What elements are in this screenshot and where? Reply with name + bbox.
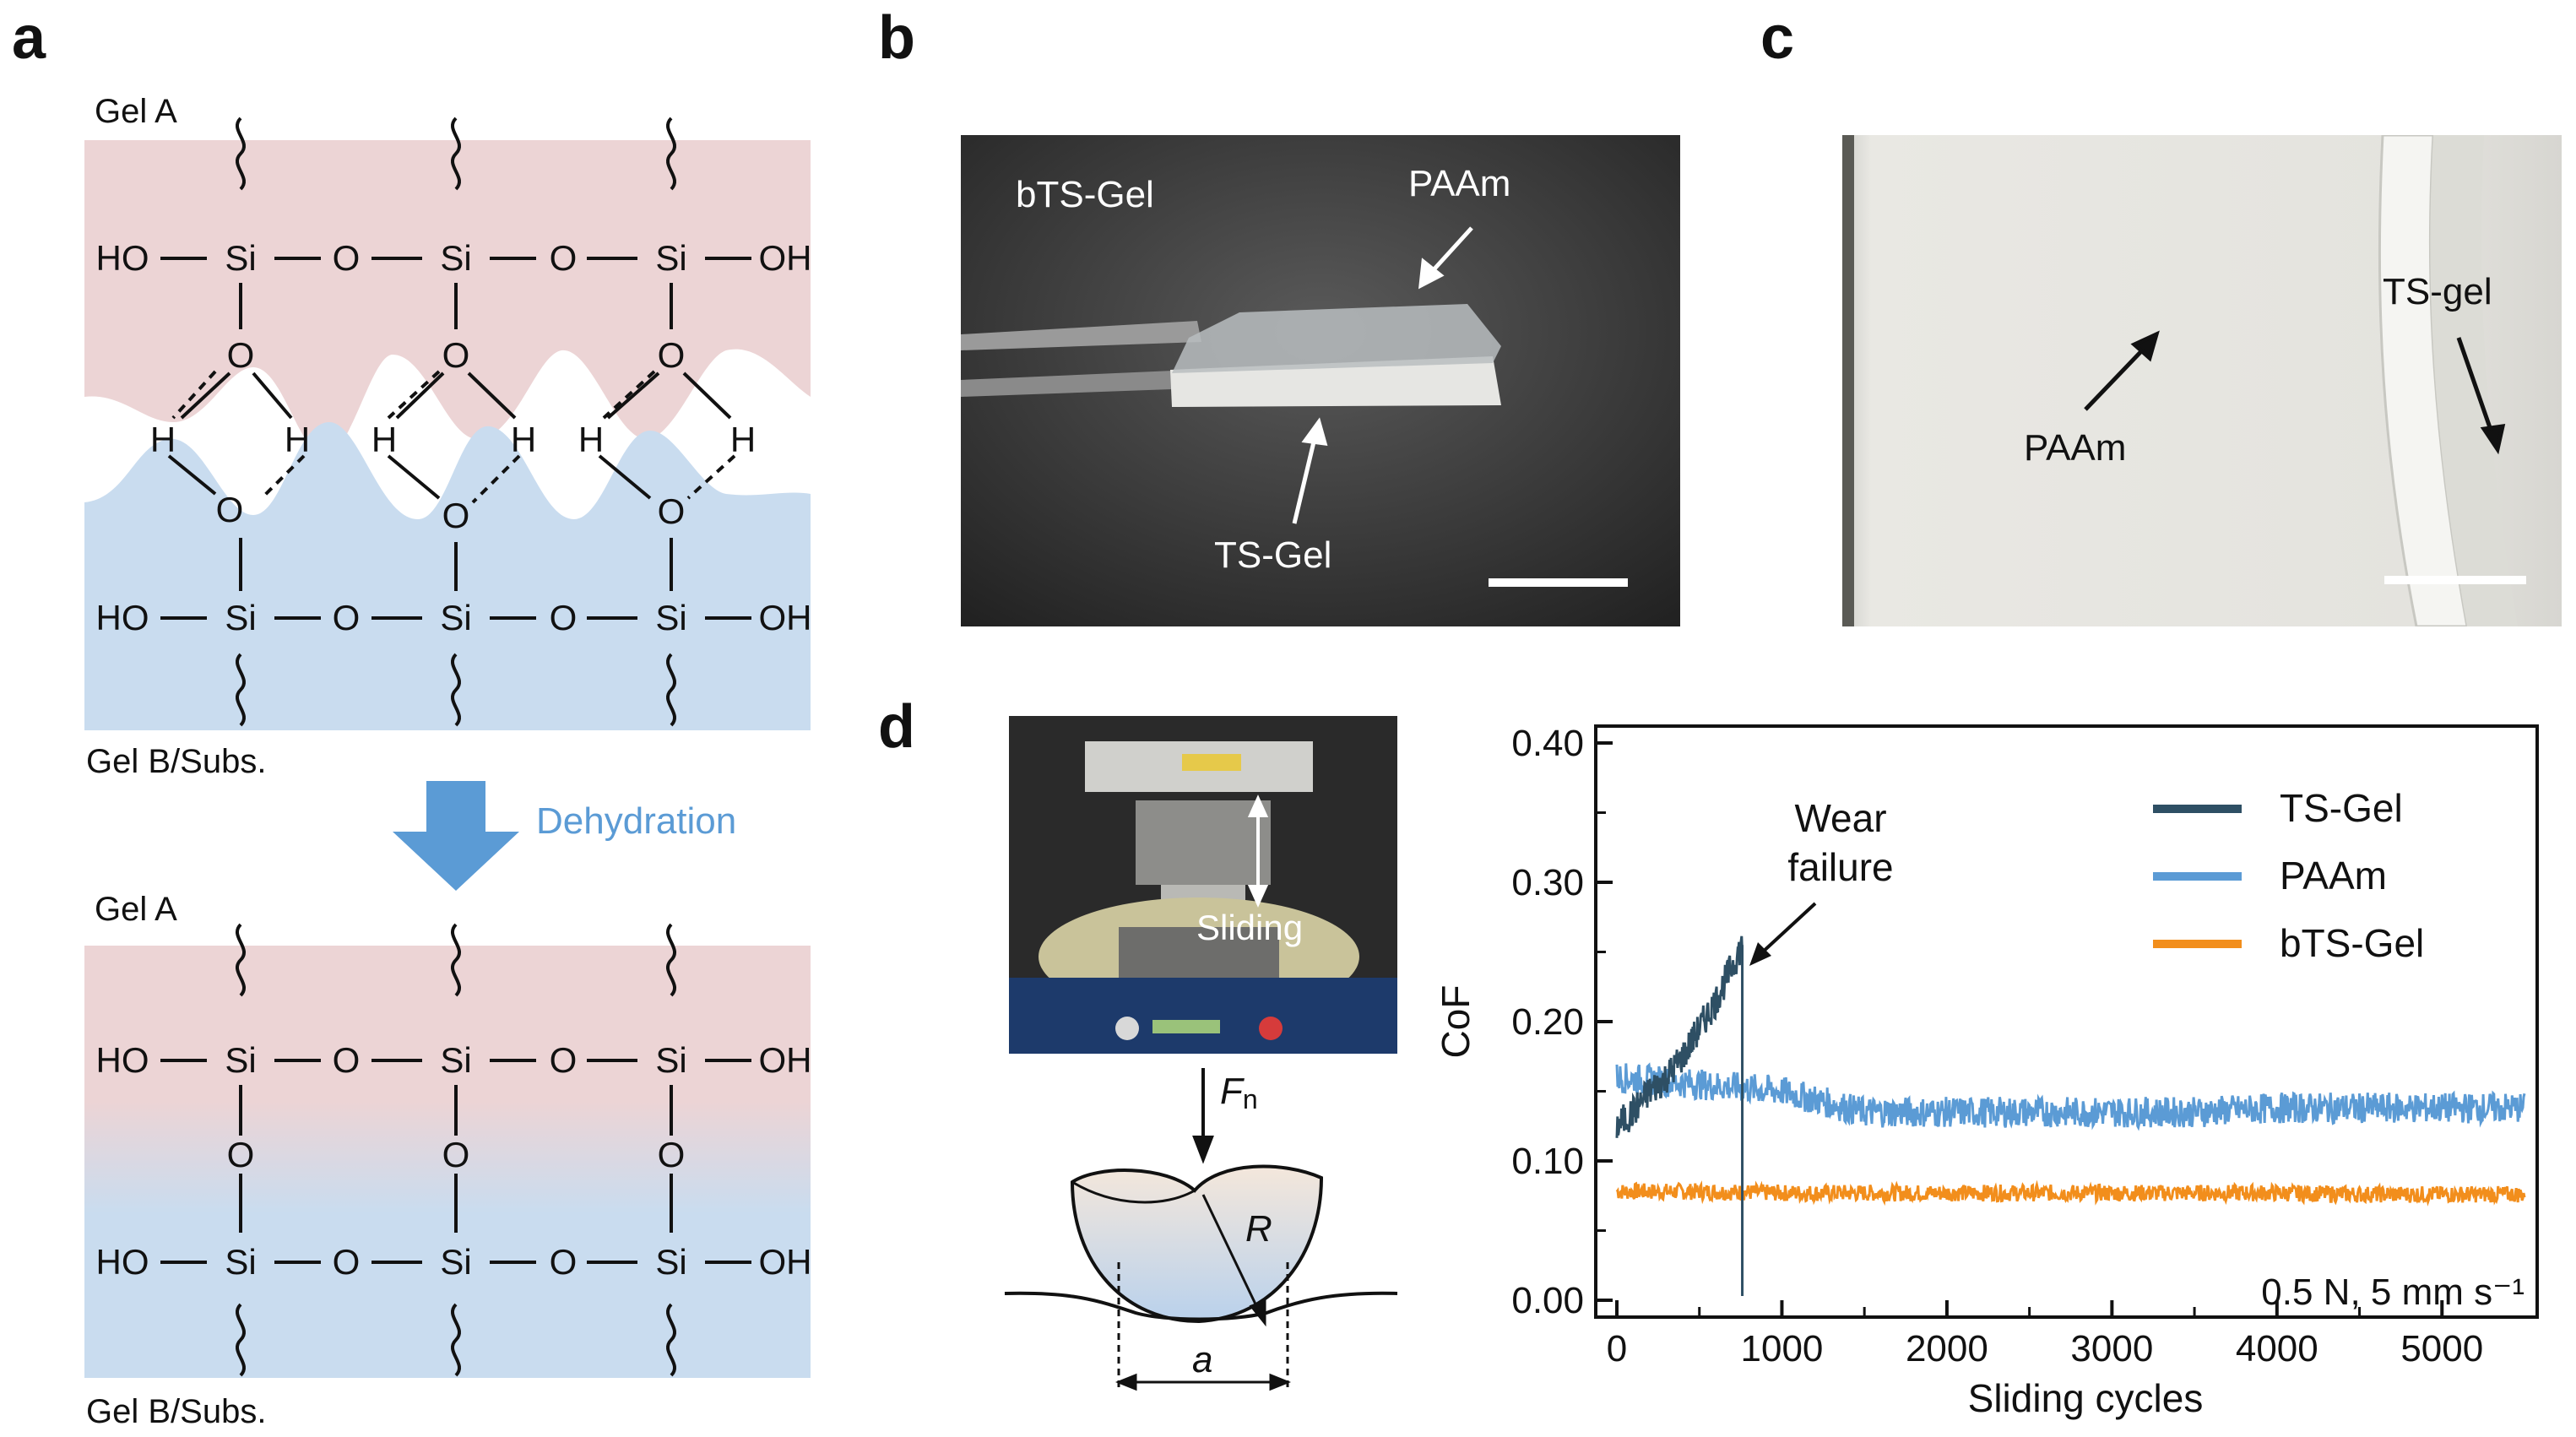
panel-label-c: c xyxy=(1760,4,1795,72)
b-paam-label: PAAm xyxy=(1408,163,1510,204)
sliding-label: Sliding xyxy=(1196,908,1303,947)
annotation: Wear failure xyxy=(1749,796,1894,966)
paam-sample xyxy=(1172,304,1501,373)
annotation-line1: Wear xyxy=(1794,796,1886,840)
svg-text:HO: HO xyxy=(96,598,149,637)
b-sample-label: bTS-Gel xyxy=(1016,174,1154,215)
svg-text:Si: Si xyxy=(655,598,686,637)
svg-text:Si: Si xyxy=(655,1242,686,1282)
radius-label: R xyxy=(1245,1208,1272,1250)
svg-text:Si: Si xyxy=(440,238,471,278)
c-tsgel-label: TS-gel xyxy=(2383,271,2492,312)
svg-text:O: O xyxy=(333,1242,361,1282)
svg-text:Si: Si xyxy=(655,238,686,278)
y-tick-label: 0.40 xyxy=(1511,723,1584,764)
gel-b-label-bottom: Gel B/Subs. xyxy=(86,1393,266,1430)
b-tsgel-label: TS-Gel xyxy=(1214,534,1331,576)
svg-text:O: O xyxy=(333,598,361,637)
svg-text:O: O xyxy=(658,335,686,375)
y-tick-label: 0.20 xyxy=(1511,1001,1584,1043)
svg-text:Si: Si xyxy=(225,238,256,278)
x-axis-label: Sliding cycles xyxy=(1968,1376,2204,1420)
svg-text:Si: Si xyxy=(440,1242,471,1282)
hemisphere-probe xyxy=(1070,1164,1324,1324)
legend-label: TS-Gel xyxy=(2280,786,2403,830)
svg-text:H: H xyxy=(511,420,536,459)
y-axis-label: CoF xyxy=(1435,985,1478,1059)
gel-b-region xyxy=(84,422,811,730)
svg-text:O: O xyxy=(658,491,686,531)
cof-chart: 0 1000 2000 3000 4000 5000 0.00 0.10 0.20 0.30 0.4… xyxy=(1435,723,2539,1420)
panel-b-photo: bTS-Gel PAAm TS-Gel xyxy=(961,135,1680,626)
x-tick-label: 5000 xyxy=(2400,1328,2483,1369)
condition-label: 0.5 N, 5 mm s⁻¹ xyxy=(2261,1272,2524,1313)
y-tick-label: 0.10 xyxy=(1511,1141,1584,1182)
x-tick-label: 1000 xyxy=(1741,1328,1824,1369)
gel-b-label: Gel B/Subs. xyxy=(86,743,266,780)
tribometer-photo: Sliding xyxy=(1009,716,1397,1054)
svg-text:O: O xyxy=(227,335,255,375)
svg-text:OH: OH xyxy=(759,598,812,637)
svg-text:Si: Si xyxy=(655,1040,686,1080)
svg-text:O: O xyxy=(550,598,578,637)
svg-text:O: O xyxy=(227,1135,255,1174)
series-line-0 xyxy=(1615,935,1744,1138)
svg-text:Si: Si xyxy=(225,598,256,637)
gel-a-label-bottom: Gel A xyxy=(95,891,177,928)
series-line-1 xyxy=(1615,1062,2526,1131)
svg-text:Si: Si xyxy=(440,1040,471,1080)
svg-text:O: O xyxy=(216,490,244,529)
svg-text:O: O xyxy=(550,1040,578,1080)
legend-label: PAAm xyxy=(2280,854,2387,897)
annotation-line2: failure xyxy=(1787,845,1893,889)
contact-sketch: Fn R a xyxy=(1004,1068,1398,1391)
x-tick-label: 4000 xyxy=(2236,1328,2318,1369)
svg-text:OH: OH xyxy=(759,238,812,278)
panel-label-b: b xyxy=(878,4,915,72)
legend-label: bTS-Gel xyxy=(2280,921,2424,965)
svg-text:O: O xyxy=(550,238,578,278)
c-paam-label: PAAm xyxy=(2024,427,2126,469)
svg-text:H: H xyxy=(285,420,310,459)
svg-text:OH: OH xyxy=(759,1040,812,1080)
svg-text:O: O xyxy=(442,496,470,535)
svg-text:O: O xyxy=(442,1135,470,1174)
svg-text:H: H xyxy=(150,420,176,459)
gel-a-label: Gel A xyxy=(95,93,177,130)
series-line-2 xyxy=(1615,1179,2526,1207)
y-tick-label: 0.00 xyxy=(1511,1280,1584,1321)
svg-text:O: O xyxy=(333,1040,361,1080)
svg-text:Si: Si xyxy=(440,598,471,637)
panel-c-photo: PAAm TS-gel xyxy=(1842,135,2562,626)
svg-text:OH: OH xyxy=(759,1242,812,1282)
contact-radius-label: a xyxy=(1192,1339,1212,1380)
svg-text:O: O xyxy=(333,238,361,278)
svg-text:HO: HO xyxy=(96,1242,149,1282)
svg-text:H: H xyxy=(730,420,756,459)
y-tick-label: 0.30 xyxy=(1511,862,1584,903)
panel-label-d: d xyxy=(878,693,915,761)
svg-text:H: H xyxy=(371,420,397,459)
svg-text:Si: Si xyxy=(225,1040,256,1080)
x-tick-label: 3000 xyxy=(2070,1328,2153,1369)
annotation-arrow-icon xyxy=(1749,942,1771,966)
svg-text:O: O xyxy=(550,1242,578,1282)
bonded-gel-region xyxy=(84,946,811,1378)
ho-label: HO xyxy=(96,238,149,278)
gel-a-region xyxy=(84,140,811,456)
panel-a-schematic: HO Si O Si O Si OH O O O H H H H H H O O… xyxy=(84,93,812,1430)
svg-text:H: H xyxy=(578,420,604,459)
svg-text:O: O xyxy=(442,335,470,375)
force-symbol: Fn xyxy=(1220,1071,1258,1114)
dehydration-label: Dehydration xyxy=(536,800,736,842)
svg-text:O: O xyxy=(658,1135,686,1174)
x-tick-label: 0 xyxy=(1607,1328,1627,1369)
svg-text:HO: HO xyxy=(96,1040,149,1080)
x-tick-label: 2000 xyxy=(1906,1328,1988,1369)
dehydration-arrow-icon xyxy=(393,781,519,891)
svg-text:Si: Si xyxy=(225,1242,256,1282)
panel-label-a: a xyxy=(12,4,46,72)
